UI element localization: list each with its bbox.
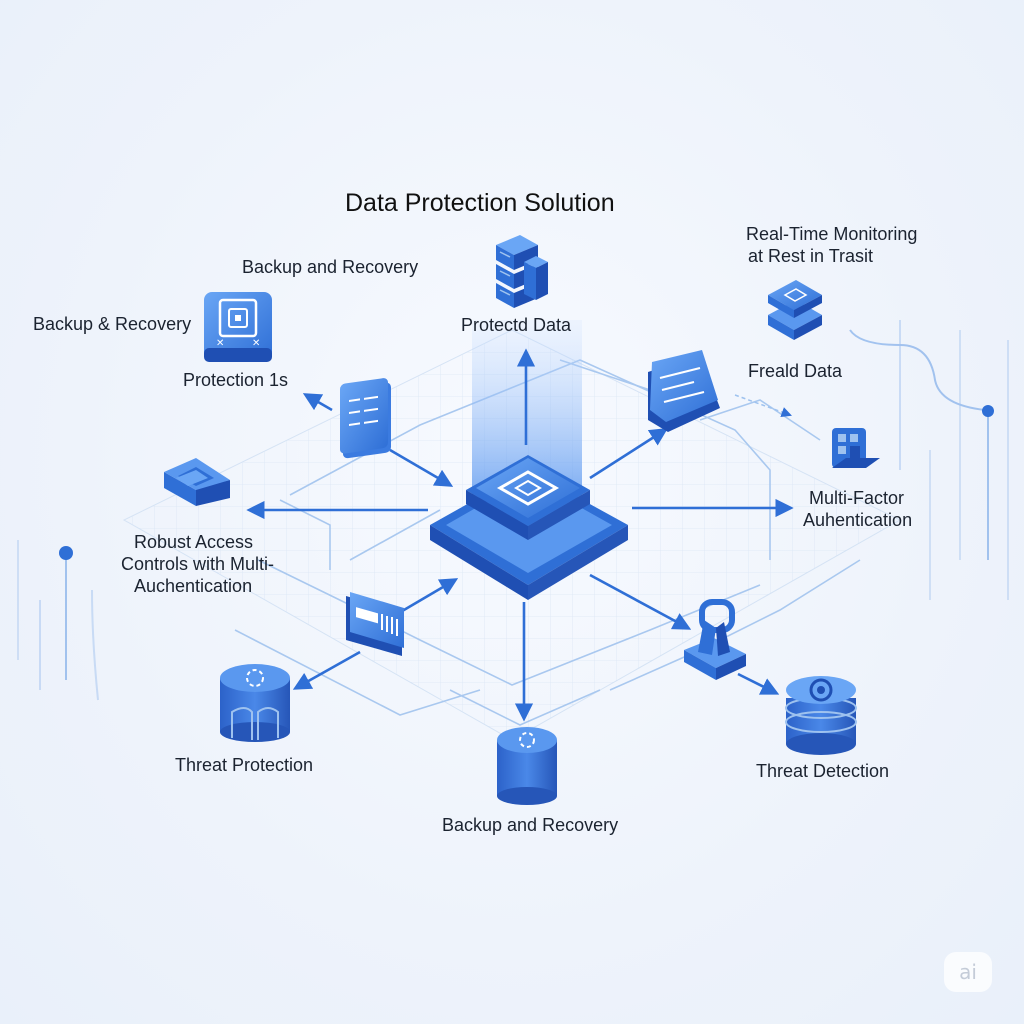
side-circuit-left [17,540,99,701]
database-icon [785,676,857,755]
side-circuit-right [849,320,1009,600]
window-panel-icon [648,350,720,432]
threat-protection-cylinder-icon [220,664,290,742]
device-icon [832,428,880,468]
label-threat-detection: Threat Detection [756,761,890,781]
diagram-title: Data Protection Solution [345,189,615,217]
label-realtime-line1: Real-Time Monitoring [746,224,918,244]
label-bottom-backup: Backup and Recovery [442,815,619,835]
label-left-backup: Backup & Recovery [33,314,192,334]
server-stack-icon [496,235,548,308]
document-tile-icon [340,378,391,459]
layers-icon [164,458,230,506]
card-reader-icon [346,592,404,656]
label-threat-protection: Threat Protection [175,755,314,775]
watermark-badge: ai [944,952,992,992]
label-mfa-line2: Auhentication [803,510,913,530]
lock-icon [684,599,746,680]
backup-cylinder-icon [497,727,557,805]
label-mfa-line1: Multi-Factor [809,488,905,508]
label-robust-line2: Controls with Multi- [121,554,275,574]
label-protection: Protection 1s [183,370,289,390]
label-freald-data: Freald Data [748,361,843,381]
label-robust-line3: Auchentication [134,576,253,596]
svg-text:✕: ✕ [216,338,224,349]
label-realtime-line2: at Rest in Trasit [748,246,874,266]
label-robust-line1: Robust Access [134,532,254,552]
central-hub-icon [430,455,628,600]
connector-arrows [246,348,794,722]
label-protected-data: Protectd Data [461,315,572,335]
dashed-arrow [734,394,792,418]
side-node-left [59,546,73,560]
backup-cube-icon: ✕ ✕ [204,292,272,362]
label-top-backup: Backup and Recovery [242,257,419,277]
monitor-stack-icon [768,280,822,340]
side-node-right [982,405,994,417]
svg-text:✕: ✕ [252,338,260,349]
